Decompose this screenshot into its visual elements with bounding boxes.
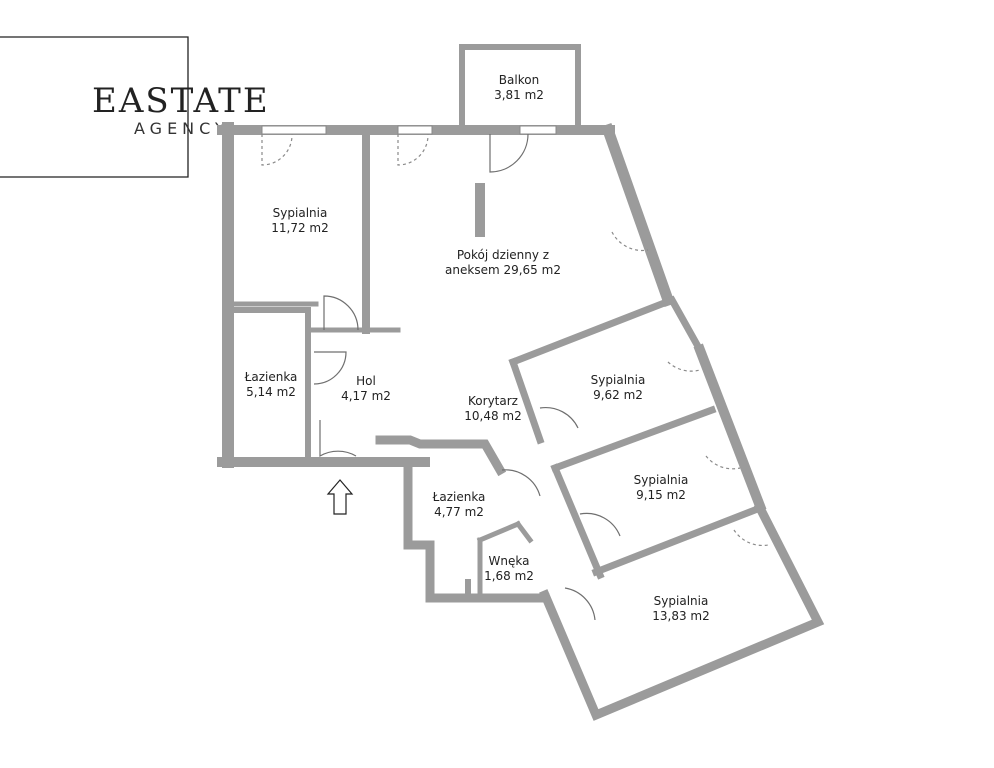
room-area: 9,15 m2 (636, 488, 686, 502)
logo-sub-text: AGENCY (134, 119, 230, 138)
room-area: 1,68 m2 (484, 569, 534, 583)
room-name: Sypialnia (273, 206, 328, 220)
door (323, 295, 359, 331)
walls (217, 44, 825, 721)
room-name: Balkon (499, 73, 539, 87)
window (397, 125, 433, 135)
door (733, 529, 769, 547)
room-name: Pokój dzienny z (457, 248, 549, 262)
room-area: 11,72 m2 (271, 221, 329, 235)
room-name: Sypialnia (634, 473, 689, 487)
room-labels: Balkon 3,81 m2 Sypialnia 11,72 m2 Pokój … (244, 73, 710, 623)
room-area: 3,81 m2 (494, 88, 544, 102)
door (489, 133, 529, 173)
room-name: Łazienka (432, 490, 486, 504)
door (611, 231, 649, 252)
room-name: Wnęka (489, 554, 530, 568)
room-area: aneksem 29,65 m2 (445, 263, 561, 277)
door (705, 455, 741, 470)
window (261, 125, 327, 135)
window (519, 125, 557, 135)
room-area: 13,83 m2 (652, 609, 710, 623)
room-area: 4,17 m2 (341, 389, 391, 403)
door (261, 133, 293, 166)
door (313, 351, 347, 385)
logo-frame (0, 36, 189, 178)
door (539, 406, 579, 429)
room-area: 5,14 m2 (246, 385, 296, 399)
door (397, 133, 429, 166)
logo-main-text: EASTATE (92, 81, 270, 121)
room-area: 4,77 m2 (434, 505, 484, 519)
room-area: 9,62 m2 (593, 388, 643, 402)
door (667, 361, 701, 372)
room-name: Hol (356, 374, 376, 388)
room-name: Sypialnia (591, 373, 646, 387)
room-name: Sypialnia (654, 594, 709, 608)
door (564, 587, 596, 621)
door (579, 512, 621, 537)
windows (261, 125, 557, 135)
room-name: Korytarz (468, 394, 518, 408)
door (501, 469, 541, 497)
room-area: 10,48 m2 (464, 409, 522, 423)
entrance-arrow-icon (326, 479, 354, 515)
doors (261, 133, 769, 621)
logo: EASTATE AGENCY (0, 36, 270, 178)
room-name: Łazienka (244, 370, 298, 384)
door (319, 420, 357, 458)
